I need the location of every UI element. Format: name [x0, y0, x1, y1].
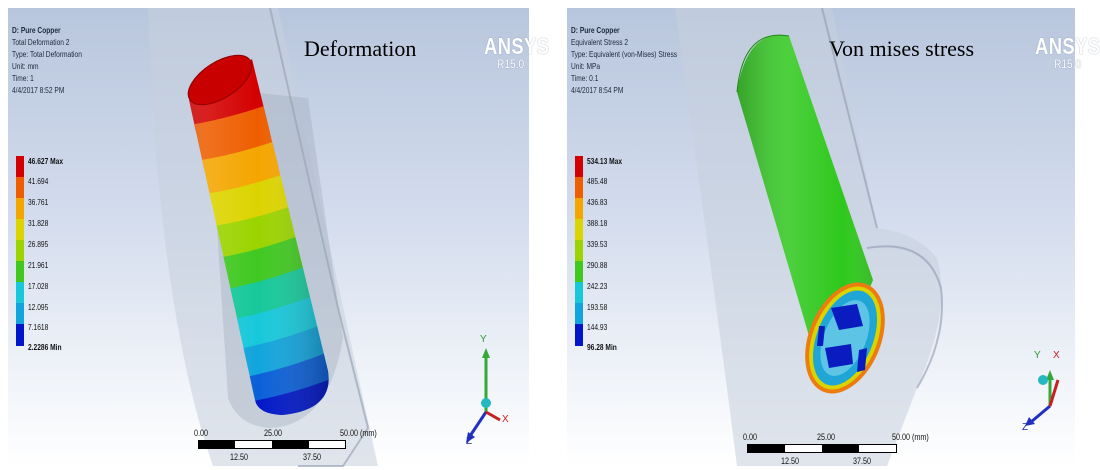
ansys-version: R15.0 [497, 57, 525, 71]
triad-label-z: Z [466, 436, 473, 447]
material-title: D: Pure Copper [12, 25, 61, 35]
legend-swatch [16, 282, 24, 303]
deformation-model [148, 7, 501, 467]
scale-bar [198, 440, 346, 449]
legend-swatch [16, 177, 24, 198]
legend-value: 485.48 [587, 176, 608, 186]
deformation-viewport[interactable]: D: Pure Copper Total Deformation 2 Type:… [8, 7, 549, 467]
legend-swatch [16, 303, 24, 324]
result-time: Time: 0.1 [571, 73, 599, 83]
result-type: Type: Total Deformation [12, 49, 82, 59]
legend-value: 12.095 [28, 302, 49, 312]
overlay-title: Von mises stress [829, 36, 975, 61]
scale-label: 37.50 [303, 452, 322, 462]
legend-swatch [16, 240, 24, 261]
legend-swatch [575, 240, 583, 261]
triad-label-x: X [1053, 350, 1060, 361]
scale-label: 0.00 [194, 428, 209, 438]
ansys-logo: ANSYS [1035, 33, 1100, 59]
legend-value: 193.58 [587, 302, 608, 312]
legend-swatch [16, 324, 24, 346]
legend-value: 26.895 [28, 239, 49, 249]
cylinder-end-face [805, 282, 885, 394]
scale-label: 25.00 [264, 428, 283, 438]
legend-swatch [16, 219, 24, 240]
coordinate-triad [466, 348, 501, 443]
ansys-logo: ANSYS [484, 33, 550, 59]
scale-label: 0.00 [743, 432, 758, 442]
stress-viewport[interactable]: D: Pure Copper Equivalent Stress 2 Type:… [567, 7, 1100, 466]
result-date: 4/4/2017 8:54 PM [571, 85, 624, 95]
triad-label-x: X [502, 414, 509, 425]
legend-value: 17.028 [28, 281, 49, 291]
scale-label: 25.00 [817, 432, 836, 442]
legend-swatch [575, 177, 583, 198]
legend-value: 21.961 [28, 260, 49, 270]
scale-label: 12.50 [230, 452, 249, 462]
legend-swatch [575, 156, 583, 177]
legend-value: 242.23 [587, 281, 608, 291]
triad-label-y: Y [480, 334, 487, 345]
result-unit: Unit: mm [12, 61, 39, 71]
legend-value: 388.18 [587, 218, 608, 228]
result-name: Equivalent Stress 2 [571, 37, 629, 47]
ansys-version: R15.0 [1054, 57, 1082, 71]
legend-swatch [575, 198, 583, 219]
scale-label: 50.00 (mm) [892, 432, 929, 442]
stress-model [675, 7, 1060, 466]
scale-label: 50.00 (mm) [340, 428, 377, 438]
legend-value: 31.828 [28, 218, 49, 228]
result-name: Total Deformation 2 [12, 37, 70, 47]
scale-label: 12.50 [781, 456, 800, 466]
scale-label: 37.50 [853, 456, 872, 466]
legend-value: 436.83 [587, 197, 608, 207]
legend-value: 41.694 [28, 176, 49, 186]
legend-value: 290.88 [587, 260, 608, 270]
legend-swatch [16, 261, 24, 282]
overlay-title: Deformation [304, 36, 417, 61]
result-info-box: D: Pure Copper Total Deformation 2 Type:… [12, 24, 82, 96]
legend-value: 339.53 [587, 239, 608, 249]
legend-swatch [16, 156, 24, 177]
result-date: 4/4/2017 8:52 PM [12, 85, 65, 95]
material-title: D: Pure Copper [571, 25, 620, 35]
result-time: Time: 1 [12, 73, 34, 83]
result-type: Type: Equivalent (von-Mises) Stress [571, 49, 678, 59]
legend-swatch [575, 282, 583, 303]
legend-swatch [575, 261, 583, 282]
legend-max: 534.13 Max [587, 156, 623, 166]
legend-swatch [575, 219, 583, 240]
legend-value: 7.1618 [28, 322, 49, 332]
result-info-box: D: Pure Copper Equivalent Stress 2 Type:… [571, 24, 677, 96]
legend-min: 96.28 Min [587, 342, 617, 352]
legend-swatch [16, 198, 24, 219]
triad-label-y: Y [1034, 350, 1041, 361]
legend-value: 36.761 [28, 197, 49, 207]
scale-bar [747, 444, 897, 453]
coordinate-triad [1025, 370, 1060, 426]
legend-value: 144.93 [587, 322, 608, 332]
legend-max: 46.627 Max [28, 156, 64, 166]
legend-swatch [575, 324, 583, 346]
triad-label-z: Z [1022, 422, 1029, 433]
legend-swatch [575, 303, 583, 324]
legend-min: 2.2286 Min [28, 342, 62, 352]
result-unit: Unit: MPa [571, 61, 601, 71]
